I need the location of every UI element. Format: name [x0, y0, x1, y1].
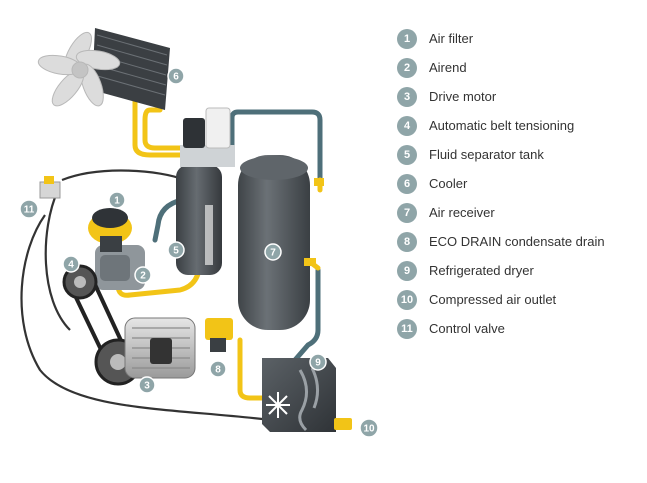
legend-label: Airend: [429, 60, 467, 75]
compressor-system-diagram: 1 2 3 4 5 6 7 8 9 10 11: [19, 28, 379, 438]
legend-item: 3 Drive motor: [397, 82, 642, 111]
svg-text:6: 6: [173, 72, 179, 83]
legend-label: Drive motor: [429, 89, 497, 104]
legend-number-badge: 9: [397, 260, 417, 281]
legend-label: Air receiver: [429, 205, 495, 220]
legend-number-badge: 6: [397, 173, 417, 194]
legend-item: 2 Airend: [397, 53, 642, 82]
legend-number-badge: 3: [397, 86, 417, 107]
control-valve: [39, 176, 61, 199]
eco-drain: [205, 318, 233, 352]
legend-label: Cooler: [429, 176, 468, 191]
air-receiver: [238, 155, 324, 330]
legend-label: Refrigerated dryer: [429, 263, 534, 278]
legend-label: Air filter: [429, 31, 474, 46]
legend-label: ECO DRAIN condensate drain: [429, 234, 605, 249]
svg-text:3: 3: [144, 381, 150, 392]
marker-5: 5: [167, 241, 185, 259]
marker-11: 11: [19, 199, 39, 219]
legend-item: 7 Air receiver: [397, 198, 642, 227]
legend-item: 6 Cooler: [397, 169, 642, 198]
marker-4: 4: [62, 255, 80, 273]
legend-item: 9 Refrigerated dryer: [397, 256, 642, 285]
refrigerated-dryer: [262, 358, 336, 432]
air-filter: [88, 208, 132, 252]
svg-text:11: 11: [24, 205, 35, 216]
svg-text:2: 2: [140, 271, 146, 282]
legend-number-badge: 1: [397, 28, 417, 49]
svg-text:7: 7: [270, 248, 276, 259]
legend-label: Compressed air outlet: [429, 292, 557, 307]
control-lines: [20, 169, 331, 432]
legend-label: Fluid separator tank: [429, 147, 544, 162]
legend-item: 10 Compressed air outlet: [397, 285, 642, 314]
legend-label: Control valve: [429, 321, 505, 336]
cooler: [92, 28, 170, 110]
marker-6: 6: [167, 67, 185, 85]
marker-10: 10: [359, 418, 379, 438]
legend-item: 8 ECO DRAIN condensate drain: [397, 227, 642, 256]
legend-item: 1 Air filter: [397, 24, 642, 53]
svg-text:9: 9: [315, 358, 321, 369]
legend-number-badge: 2: [397, 57, 417, 78]
svg-text:1: 1: [114, 196, 120, 207]
legend-number-badge: 7: [397, 202, 417, 223]
legend-item: 11 Control valve: [397, 314, 642, 343]
legend-number-badge: 5: [397, 144, 417, 165]
marker-1: 1: [108, 191, 126, 209]
snowflake-icon: [266, 392, 290, 418]
marker-8: 8: [209, 360, 227, 378]
svg-text:10: 10: [363, 424, 375, 435]
fan-icon: [37, 31, 121, 107]
airend: [95, 245, 145, 290]
legend-number-badge: 11: [397, 318, 417, 339]
component-legend: 1 Air filter 2 Airend 3 Drive motor 4 Automatic…: [397, 24, 642, 343]
drive-motor: [124, 317, 196, 379]
legend-item: 4 Automatic belt tensioning: [397, 111, 642, 140]
compressed-air-outlet: [334, 418, 352, 430]
legend-item: 5 Fluid separator tank: [397, 140, 642, 169]
svg-text:8: 8: [215, 365, 221, 376]
fluid-separator-tank: [176, 107, 235, 275]
marker-9: 9: [309, 353, 327, 371]
legend-number-badge: 10: [397, 289, 417, 310]
marker-7: 7: [264, 243, 282, 261]
marker-3: 3: [138, 376, 156, 394]
legend-number-badge: 8: [397, 231, 417, 252]
legend-label: Automatic belt tensioning: [429, 118, 575, 133]
marker-2: 2: [134, 266, 152, 284]
svg-text:5: 5: [173, 246, 179, 257]
legend-number-badge: 4: [397, 115, 417, 136]
svg-text:4: 4: [68, 260, 74, 271]
